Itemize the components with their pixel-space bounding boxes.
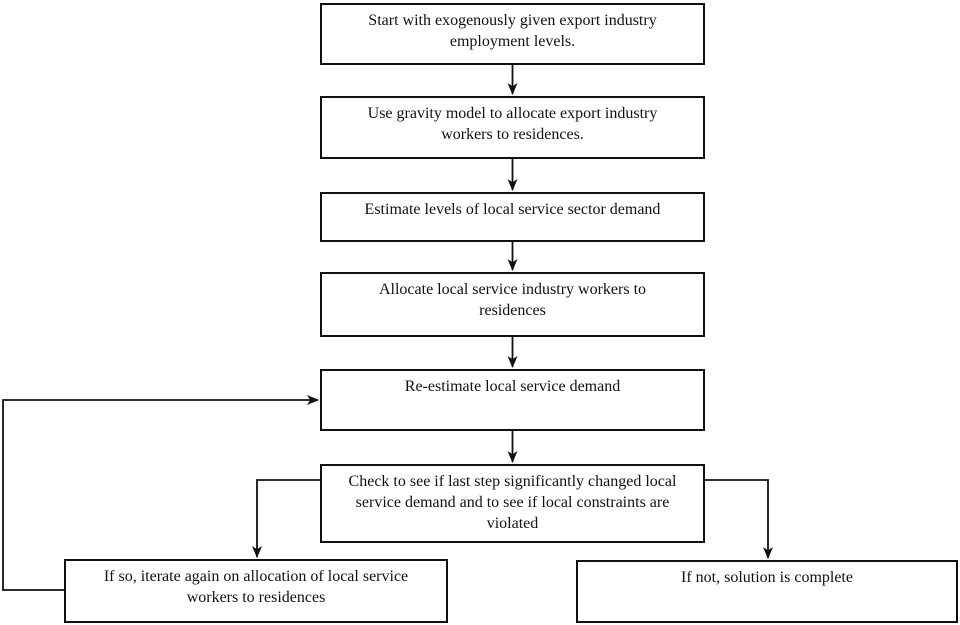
node-iterate-label: If so, iterate again on allocation of lo… [103,568,409,606]
node-solution-complete: If not, solution is complete [576,560,958,623]
node-allocate-label: Allocate local service industry workers … [378,281,647,319]
node-complete-label: If not, solution is complete [681,569,853,586]
node-gravity-model: Use gravity model to allocate export ind… [320,96,705,159]
node-iterate-again: If so, iterate again on allocation of lo… [64,559,448,623]
arrow-check-to-iterate [252,479,320,558]
node-estimate-demand: Estimate levels of local service sector … [320,192,705,242]
node-start-label: Start with exogenously given export indu… [368,12,657,50]
node-reestimate-demand: Re-estimate local service demand [320,369,705,431]
node-estimate-label: Estimate levels of local service sector … [364,201,661,218]
node-start-export-employment: Start with exogenously given export indu… [320,3,705,65]
node-check-label: Check to see if last step significantly … [348,473,677,532]
arrow-check-to-complete [705,479,773,559]
arrow-iterate-loop-to-reestimate [2,395,319,591]
node-check-convergence: Check to see if last step significantly … [320,464,705,543]
node-reestimate-label: Re-estimate local service demand [404,378,621,395]
node-allocate-workers: Allocate local service industry workers … [320,272,705,337]
node-gravity-label: Use gravity model to allocate export ind… [367,105,658,143]
